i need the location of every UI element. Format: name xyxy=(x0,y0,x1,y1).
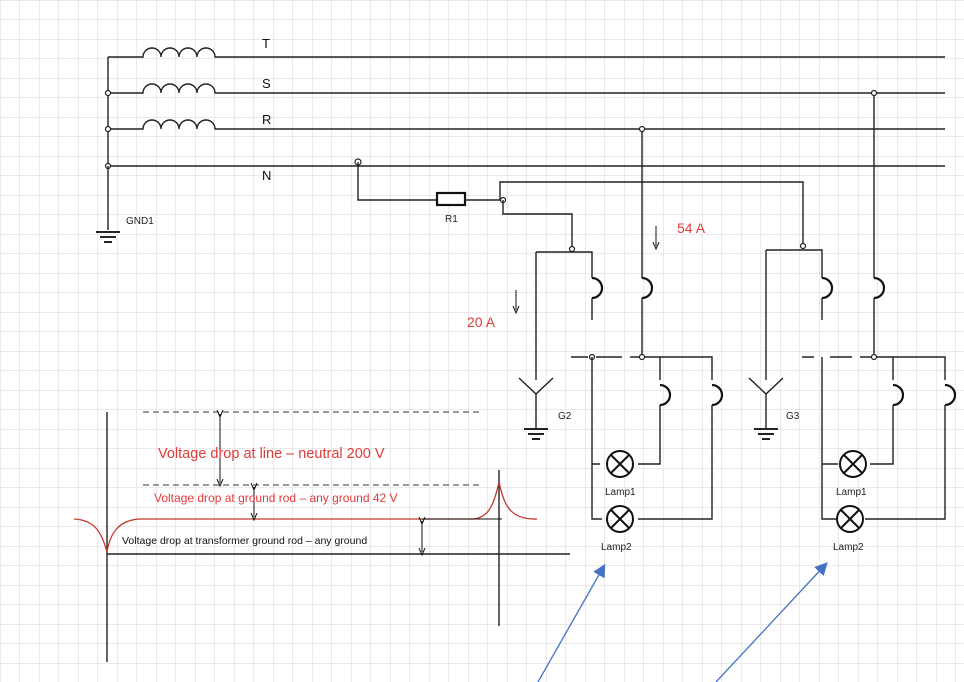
right-house-circuit xyxy=(748,89,957,533)
g2-label: G2 xyxy=(558,411,572,422)
voltage-line-neutral-label: Voltage drop at line – neutral 200 V xyxy=(158,446,385,462)
g3-label: G3 xyxy=(786,411,800,422)
lamp2-left-label: Lamp2 xyxy=(601,542,632,553)
left-house-circuit xyxy=(518,125,724,533)
phase-label-s: S xyxy=(262,76,271,91)
voltage-ground-rod-label: Voltage drop at ground rod – any ground … xyxy=(154,491,398,505)
phase-label-n: N xyxy=(262,168,271,183)
r1-label: R1 xyxy=(445,214,458,225)
phase-label-r: R xyxy=(262,112,271,127)
blue-arrow-left xyxy=(537,563,606,682)
current-54-label: 54 A xyxy=(677,220,706,236)
voltage-transformer-label: Voltage drop at transformer ground rod –… xyxy=(122,535,367,547)
gnd1-symbol xyxy=(96,166,120,243)
current-20-label: 20 A xyxy=(467,314,496,330)
lamp2-right-label: Lamp2 xyxy=(833,542,864,553)
voltage-drop-diagram xyxy=(73,412,570,662)
lamp1-left-label: Lamp1 xyxy=(605,487,636,498)
gnd1-label: GND1 xyxy=(126,216,154,227)
phase-label-t: T xyxy=(262,36,270,51)
lamp1-right-label: Lamp1 xyxy=(836,487,867,498)
blue-arrow-right xyxy=(715,562,828,682)
transformer-coils xyxy=(104,47,945,170)
r1-resistor xyxy=(354,158,804,249)
